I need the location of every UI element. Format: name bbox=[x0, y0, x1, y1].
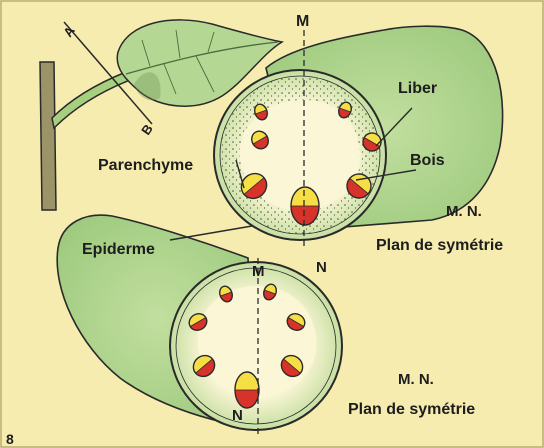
vascular-bundle bbox=[235, 372, 259, 408]
epiderme-leader bbox=[170, 226, 252, 240]
label-plan-bottom: Plan de symétrie bbox=[348, 401, 475, 418]
label-mn-bottom: M. N. bbox=[398, 371, 434, 388]
label-bois: Bois bbox=[410, 152, 445, 169]
petiole bbox=[52, 72, 130, 128]
main-stem bbox=[40, 62, 56, 210]
label-plan-top: Plan de symétrie bbox=[376, 237, 503, 254]
vascular-bundle bbox=[291, 187, 319, 225]
label-line-a: A bbox=[60, 23, 78, 40]
figure-number: 8 bbox=[6, 431, 14, 447]
label-axis-n-top: N bbox=[316, 259, 327, 276]
label-mn-top: M. N. bbox=[446, 203, 482, 220]
label-parenchyme: Parenchyme bbox=[98, 157, 193, 174]
label-liber: Liber bbox=[398, 80, 437, 97]
label-epiderme: Epiderme bbox=[82, 241, 155, 258]
label-axis-m-bottom: M bbox=[252, 263, 265, 280]
label-axis-n-bottom: N bbox=[232, 407, 243, 424]
label-axis-m-top: M bbox=[296, 13, 309, 30]
label-line-b: B bbox=[138, 121, 156, 137]
